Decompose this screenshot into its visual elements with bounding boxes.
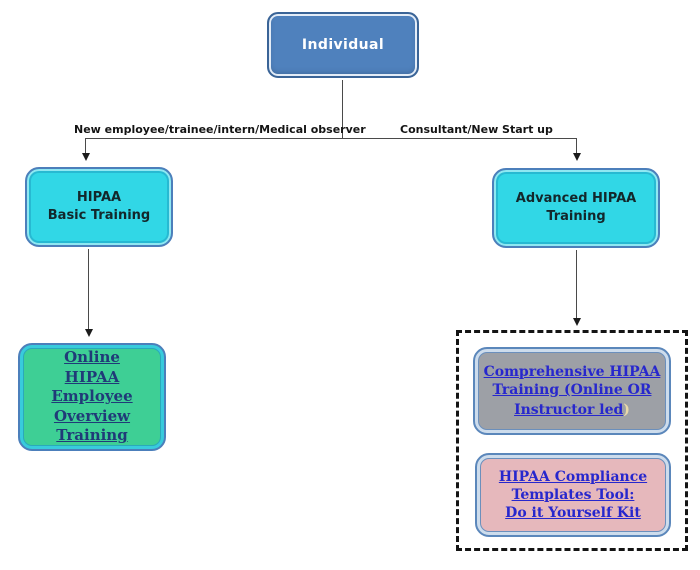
- online-overview-training-link[interactable]: Online HIPAA Employee Overview Training: [51, 348, 133, 445]
- connector-line: [88, 249, 89, 331]
- node-comprehensive-hipaa-training-body: Comprehensive HIPAA Training (Online OR …: [478, 352, 666, 430]
- connector-line: [85, 138, 577, 139]
- branch-label-new-employee: New employee/trainee/intern/Medical obse…: [74, 123, 366, 136]
- arrow-down-icon: [573, 153, 581, 161]
- node-comprehensive-hipaa-training: Comprehensive HIPAA Training (Online OR …: [473, 347, 671, 435]
- arrow-down-icon: [85, 329, 93, 337]
- branch-label-consultant: Consultant/New Start up: [400, 123, 553, 136]
- arrow-down-icon: [82, 153, 90, 161]
- connector-line: [576, 250, 577, 320]
- connector-line: [576, 138, 577, 155]
- arrow-down-icon: [573, 318, 581, 326]
- node-online-employee-overview-training-body: Online HIPAA Employee Overview Training: [23, 348, 161, 446]
- node-individual: Individual: [267, 12, 419, 78]
- templates-tool-link[interactable]: HIPAA Compliance Templates Tool: Do it Y…: [498, 468, 648, 522]
- node-online-employee-overview-training: Online HIPAA Employee Overview Training: [18, 343, 166, 451]
- node-hipaa-basic-training-label: HIPAA Basic Training: [47, 190, 151, 223]
- node-hipaa-compliance-templates: HIPAA Compliance Templates Tool: Do it Y…: [475, 453, 671, 537]
- node-hipaa-compliance-templates-body: HIPAA Compliance Templates Tool: Do it Y…: [480, 458, 666, 532]
- paren-suffix: ): [623, 402, 630, 419]
- connector-line: [342, 80, 343, 138]
- node-advanced-hipaa-training: Advanced HIPAA Training: [492, 168, 660, 248]
- advanced-options-group: [456, 330, 688, 551]
- comprehensive-training-link-wrap: Comprehensive HIPAA Training (Online OR …: [484, 363, 661, 420]
- connector-line: [85, 138, 86, 155]
- node-hipaa-basic-training: HIPAA Basic Training: [25, 167, 173, 247]
- comprehensive-training-link[interactable]: Comprehensive HIPAA Training (Online OR …: [483, 363, 661, 419]
- node-advanced-hipaa-training-label: Advanced HIPAA Training: [515, 191, 637, 224]
- node-individual-label: Individual: [301, 37, 385, 53]
